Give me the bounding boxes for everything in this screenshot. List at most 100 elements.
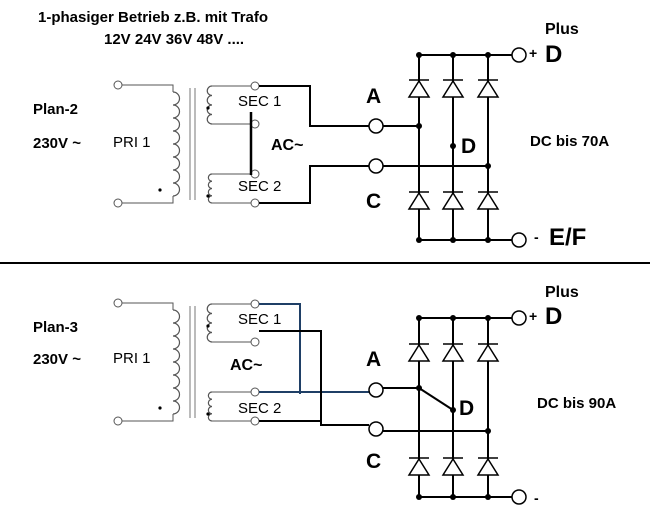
plan-3-sec1-label: SEC 1 (238, 311, 282, 328)
plan-2-mains-voltage: 230V ~ (33, 135, 81, 152)
plan-3-mains-voltage: 230V ~ (33, 351, 81, 368)
plan-2-junction-c (485, 163, 491, 169)
plan-3-diagonal-link-a-to-d (418, 387, 454, 411)
plan-3-diode-upper-1 (407, 343, 431, 362)
plan-3-plus-junction-2 (450, 315, 456, 321)
plan-3-sec1-term-bottom (250, 337, 260, 347)
plan-2-sec2-term-bottom (250, 198, 260, 208)
header-title: 1-phasiger Betrieb z.B. mit Trafo (38, 9, 269, 26)
plan-3-diode-upper-3 (476, 343, 500, 362)
plan-3-plus-junction-3 (485, 315, 491, 321)
plan-3-diode-lower-3 (476, 457, 500, 476)
plan-2-sec2-coil (207, 173, 213, 204)
plan-2-output-plus-terminal (511, 47, 527, 63)
plan-2-sec2-polarity-dot (206, 194, 210, 198)
plan-3-pri-lead-top (122, 302, 174, 310)
plan-2-junction-a (416, 123, 422, 129)
plan-2-diode-lower-2 (441, 191, 465, 210)
plan-2-sec1-polarity-dot (206, 106, 210, 110)
plan-2-minus-node: E/F (549, 224, 587, 251)
plan-3-node-c: C (366, 450, 382, 473)
plan-2-plus-junction-1 (416, 52, 422, 58)
plan-2-plus-junction-2 (450, 52, 456, 58)
plan-3-output-plus-terminal (511, 310, 527, 326)
plan-2-plus-label: Plus (545, 21, 579, 38)
plan-3-sec1-term-top (250, 299, 260, 309)
plan-2-pri-lead-bottom (122, 196, 174, 204)
plan-3-title: Plan-3 (33, 319, 79, 336)
plan-2-sec1-coil (206, 85, 213, 125)
plan-3-junction-c (485, 428, 491, 434)
plan-2-dc-rating: DC bis 70A (530, 133, 610, 150)
plan-3-sec2-coil (207, 391, 213, 422)
plan-2-node-d: D (461, 135, 477, 158)
plan-2-sec1-term-top (250, 81, 260, 91)
plan-3-plus-label: Plus (545, 284, 579, 301)
plan-2-minus-junction-1 (416, 237, 422, 243)
plan-3-minus-junction-2 (450, 494, 456, 500)
plan-2-wire-sec1-to-a (259, 85, 369, 127)
plan-2-output-minus-terminal (511, 232, 527, 248)
plan-3-wire-sec1-blue (259, 303, 301, 394)
plan-2-ac-label: AC~ (271, 137, 304, 154)
plan-3-diode-lower-1 (407, 457, 431, 476)
plan-2-diode-lower-3 (476, 191, 500, 210)
plan-3-minus-junction-1 (416, 494, 422, 500)
plan-2-minus-junction-2 (450, 237, 456, 243)
plan-3-node-a: A (366, 348, 382, 371)
plan-3-terminal-c (368, 421, 384, 437)
plan-2-minus-sign: - (534, 229, 539, 245)
plan-2-diode-upper-2 (441, 79, 465, 98)
plan-3-plus-sign: + (529, 308, 538, 324)
plan-2-terminal-c (368, 158, 384, 174)
plan-2-node-a: A (366, 85, 382, 108)
plan-2-schematic (113, 47, 527, 248)
plan-2-diode-upper-3 (476, 79, 500, 98)
plan-3-primary-label: PRI 1 (113, 350, 151, 367)
plan-2-title: Plan-2 (33, 101, 79, 118)
plan-2-terminal-a (368, 118, 384, 134)
plan-3-pri-lead-bottom (122, 414, 174, 422)
plan-3-ac-label: AC~ (230, 357, 263, 374)
plan-3-minus-junction-3 (485, 494, 491, 500)
plan-3-plus-junction-1 (416, 315, 422, 321)
header-voltages: 12V 24V 36V 48V .... (104, 31, 245, 48)
plan-2-plus-sign: + (529, 45, 538, 61)
plan-3-output-minus-terminal (511, 489, 527, 505)
plan-2-pri-lead-top (122, 84, 174, 92)
plan-3-dc-rating: DC bis 90A (537, 395, 617, 412)
plan-3-plus-node: D (545, 303, 563, 330)
plan-2-plus-junction-3 (485, 52, 491, 58)
plan-2-wire-sec2-to-c (259, 165, 369, 204)
plan-3-sec2-label: SEC 2 (238, 400, 282, 417)
plan-2-primary-coil (172, 91, 181, 197)
plan-2-primary-label: PRI 1 (113, 134, 151, 151)
plan-2-minus-junction-3 (485, 237, 491, 243)
plan-3-sec2-term-bottom (250, 416, 260, 426)
plan-3-diode-lower-2 (441, 457, 465, 476)
plan-3-sec2-polarity-dot (206, 412, 210, 416)
plan-3-sec1-coil (206, 303, 213, 343)
plan-3-sec1-polarity-dot (206, 324, 210, 328)
plan-3-junction-d (450, 407, 456, 413)
plan-2-sec1-label: SEC 1 (238, 93, 282, 110)
plan-2-sec2-label: SEC 2 (238, 178, 282, 195)
plan-2-node-c: C (366, 190, 382, 213)
plan-3-diode-upper-2 (441, 343, 465, 362)
plan-3-primary-coil (172, 309, 181, 415)
plan-2-junction-d (450, 143, 456, 149)
plan-2-diode-lower-1 (407, 191, 431, 210)
plan-2-pri-polarity-dot (158, 188, 162, 192)
plan-3-schematic (113, 298, 527, 505)
plan-3-sec2-term-top (250, 387, 260, 397)
plan-2-pri-term-top (113, 80, 123, 90)
plan-3-wire-sec1-bottom-to-c (259, 330, 369, 426)
plan-3-terminal-a (368, 382, 384, 398)
plan-3-pri-term-top (113, 298, 123, 308)
plan-2-diode-upper-1 (407, 79, 431, 98)
plan-2-plus-node: D (545, 41, 563, 68)
plan-3-pri-term-bottom (113, 416, 123, 426)
plan-3-node-d: D (459, 397, 475, 420)
plan-2-pri-term-bottom (113, 198, 123, 208)
